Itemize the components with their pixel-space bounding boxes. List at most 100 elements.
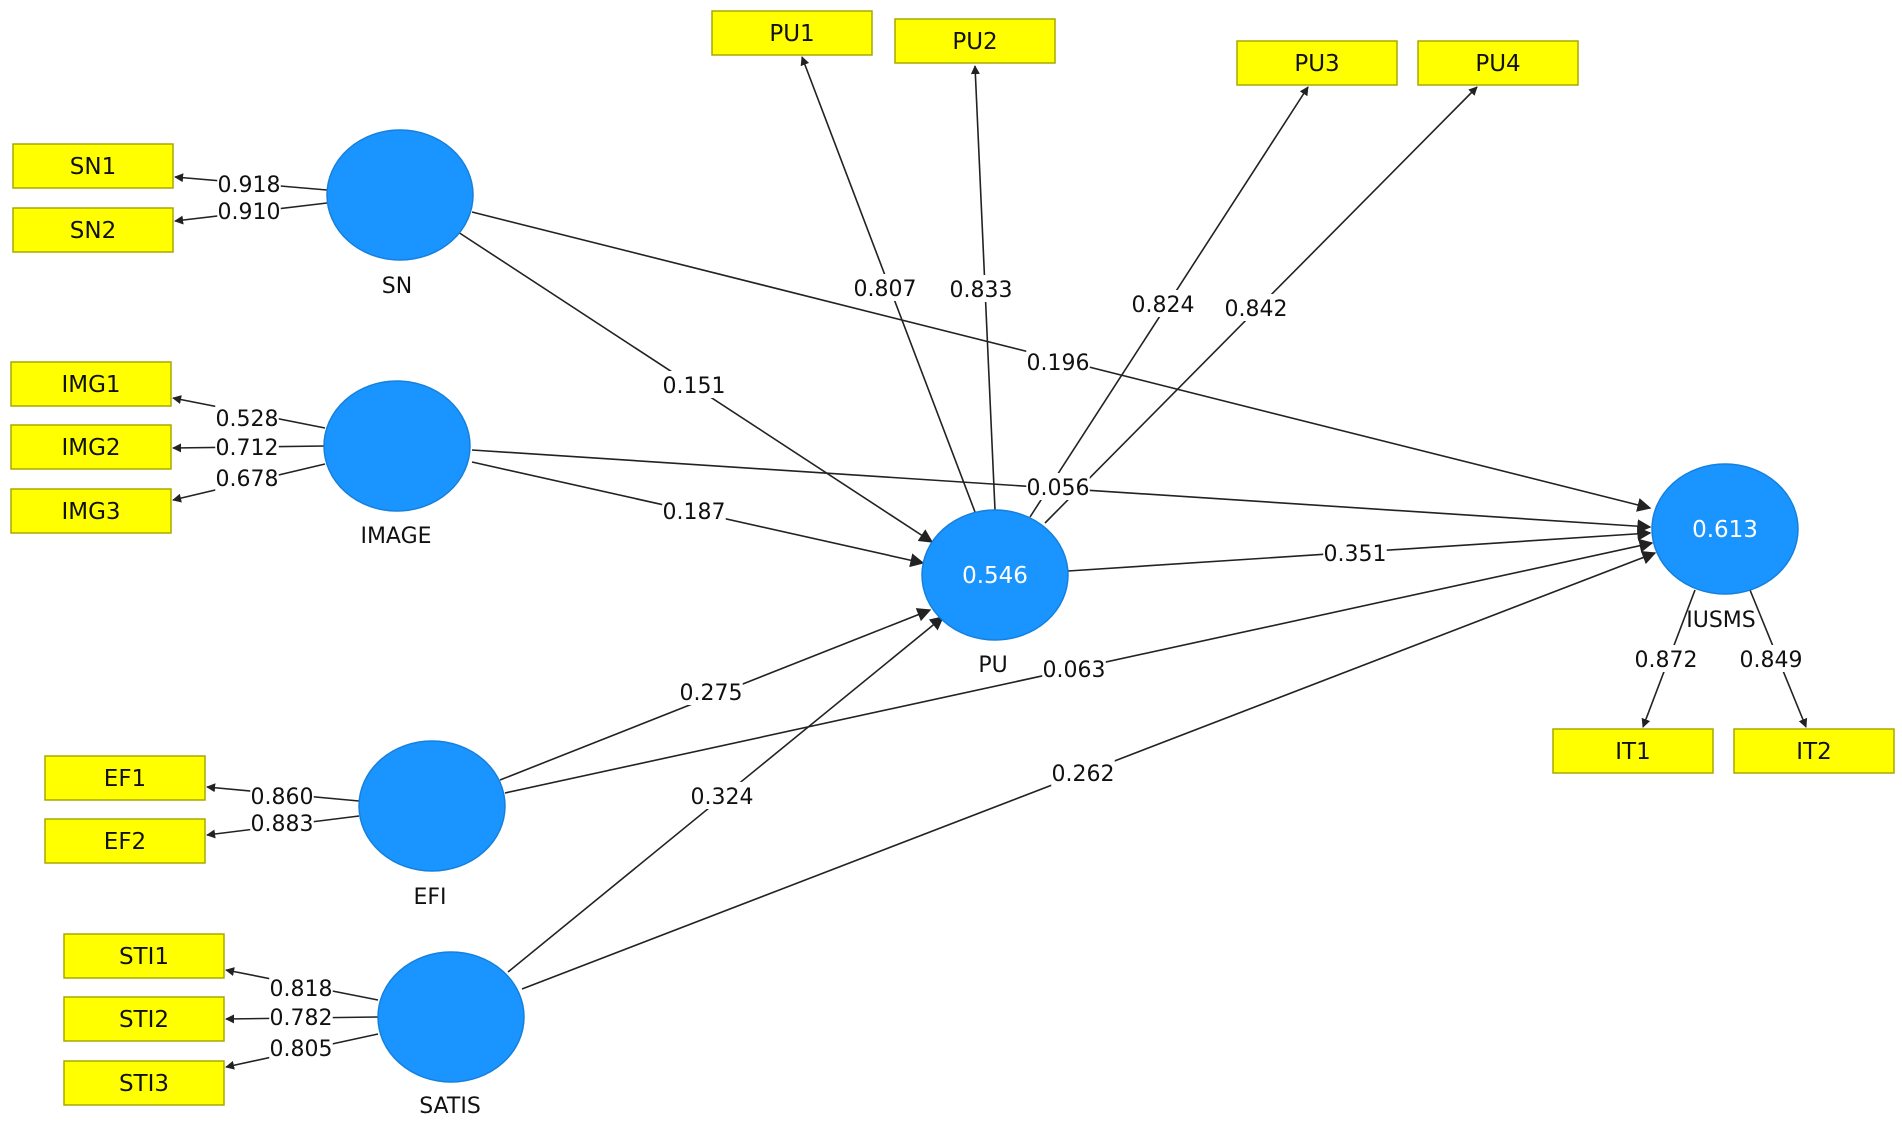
latent-image[interactable]: IMAGE	[323, 380, 471, 549]
indicator-label: IMG2	[61, 435, 120, 461]
indicator-box	[1552, 728, 1714, 774]
indicator-box	[12, 207, 174, 253]
path-coefficient-satis-to-pu: 0.324	[690, 782, 754, 810]
path-coefficient-satis-to-pu-text: 0.324	[691, 785, 754, 810]
indicator-label: SN2	[70, 218, 116, 244]
indicator-it2[interactable]: IT2	[1733, 728, 1895, 774]
loading-sn1-bg	[217, 170, 281, 197]
loading-img1-bg	[215, 404, 279, 431]
loading-sn1: 0.918	[217, 170, 281, 198]
indicator-sti3[interactable]: STI3	[63, 1060, 225, 1106]
loading-sn2-bg	[217, 197, 281, 224]
loading-img1-text: 0.528	[216, 407, 279, 432]
path-coefficient-image-to-pu-bg	[662, 497, 726, 524]
indicator-box	[44, 755, 206, 801]
path-coefficient-satis-to-iusms: 0.262	[1051, 759, 1115, 787]
indicator-box	[44, 818, 206, 864]
loading-ef2: 0.883	[250, 809, 314, 837]
path-coefficient-pu-to-iusms: 0.351	[1323, 539, 1387, 567]
loading-sti3: 0.805	[269, 1034, 333, 1062]
indicator-box	[63, 933, 225, 979]
path-coefficient-sn-to-pu-text: 0.151	[663, 374, 726, 399]
indicator-label: IT1	[1615, 739, 1650, 765]
latent-label: IUSMS	[1686, 608, 1756, 633]
path-coefficient-efi-to-pu-bg	[679, 678, 743, 705]
path-coefficient-sn-to-pu-bg	[662, 371, 726, 398]
loading-ef2-text: 0.883	[251, 812, 314, 837]
indicator-pu1[interactable]: PU1	[711, 10, 873, 56]
path-coefficient-image-to-iusms: 0.056	[1026, 473, 1090, 501]
indicator-ef2[interactable]: EF2	[44, 818, 206, 864]
loading-img3-text: 0.678	[216, 467, 279, 492]
indicator-label: EF1	[104, 766, 146, 792]
path-coefficient-sn-to-iusms: 0.196	[1026, 348, 1090, 376]
loading-sti2-text: 0.782	[270, 1006, 333, 1031]
indicator-box	[1733, 728, 1895, 774]
loading-sti2: 0.782	[269, 1003, 333, 1031]
indicator-pu2[interactable]: PU2	[894, 18, 1056, 64]
loading-sti3-bg	[269, 1034, 333, 1061]
indicator-ef1[interactable]: EF1	[44, 755, 206, 801]
latent-efi[interactable]: EFI	[358, 740, 506, 910]
latent-ellipse	[377, 951, 525, 1083]
loading-pu1: 0.807	[853, 274, 917, 302]
path-coefficient-pu-to-iusms-bg	[1323, 539, 1387, 566]
indicator-label: STI2	[119, 1007, 169, 1033]
loading-pu4-bg	[1224, 294, 1288, 321]
path-coefficient-sn-to-iusms-text: 0.196	[1027, 351, 1090, 376]
indicator-box	[12, 143, 174, 189]
indicator-it1[interactable]: IT1	[1552, 728, 1714, 774]
r-squared-value: 0.613	[1692, 517, 1758, 543]
weights-layer: 0.151 0.196 0.187 0.056 0.275 0.063 0.324 0.262…	[215, 170, 1803, 1062]
path-coefficient-image-to-pu-text: 0.187	[663, 500, 726, 525]
path-coefficient-sn-to-iusms-bg	[1026, 348, 1090, 375]
path-coefficient-pu-to-iusms-text: 0.351	[1324, 542, 1387, 567]
loading-sn2-text: 0.910	[218, 200, 281, 225]
latent-label: EFI	[413, 885, 446, 910]
loading-sti1-text: 0.818	[270, 977, 333, 1002]
loading-img2: 0.712	[215, 433, 279, 461]
indicator-label: IMG3	[61, 499, 120, 525]
indicator-img2[interactable]: IMG2	[10, 424, 172, 470]
path-coefficient-efi-to-iusms-text: 0.063	[1043, 658, 1106, 683]
loading-pu2-text: 0.833	[950, 278, 1013, 303]
indicator-box	[1236, 40, 1398, 86]
indicator-sn1[interactable]: SN1	[12, 143, 174, 189]
latent-label: SATIS	[419, 1094, 481, 1119]
latent-sn[interactable]: SN	[326, 129, 474, 299]
indicator-img1[interactable]: IMG1	[10, 361, 172, 407]
indicator-label: PU2	[952, 29, 997, 55]
loading-img3: 0.678	[215, 464, 279, 492]
loading-ef1-text: 0.860	[251, 785, 314, 810]
indicator-sn2[interactable]: SN2	[12, 207, 174, 253]
loading-pu1-bg	[853, 274, 917, 301]
indicator-pu4[interactable]: PU4	[1417, 40, 1579, 86]
indicator-sti2[interactable]: STI2	[63, 996, 225, 1042]
path-coefficient-image-to-pu: 0.187	[662, 497, 726, 525]
path-coefficient-satis-to-iusms-text: 0.262	[1052, 762, 1115, 787]
latent-label: PU	[978, 653, 1007, 678]
latent-satis[interactable]: SATIS	[377, 951, 525, 1119]
loading-img1: 0.528	[215, 404, 279, 432]
loading-pu2-bg	[949, 275, 1013, 302]
loading-ef1-bg	[250, 782, 314, 809]
path-coefficient-sn-to-pu: 0.151	[662, 371, 726, 399]
loading-it2-bg	[1739, 645, 1803, 672]
r-squared-value: 0.546	[962, 563, 1028, 589]
loading-pu4-text: 0.842	[1225, 297, 1288, 322]
indicator-img3[interactable]: IMG3	[10, 488, 172, 534]
latent-ellipse	[323, 380, 471, 512]
loading-it1-text: 0.872	[1635, 648, 1698, 673]
loading-sti1-bg	[269, 974, 333, 1001]
indicator-pu3[interactable]: PU3	[1236, 40, 1398, 86]
path-coefficient-image-to-iusms-bg	[1026, 473, 1090, 500]
loading-ef1: 0.860	[250, 782, 314, 810]
loading-img2-bg	[215, 433, 279, 460]
path-coefficient-satis-to-pu-bg	[690, 782, 754, 809]
path-coefficient-efi-to-pu: 0.275	[679, 678, 743, 706]
indicator-sti1[interactable]: STI1	[63, 933, 225, 979]
latent-label: SN	[382, 274, 412, 299]
